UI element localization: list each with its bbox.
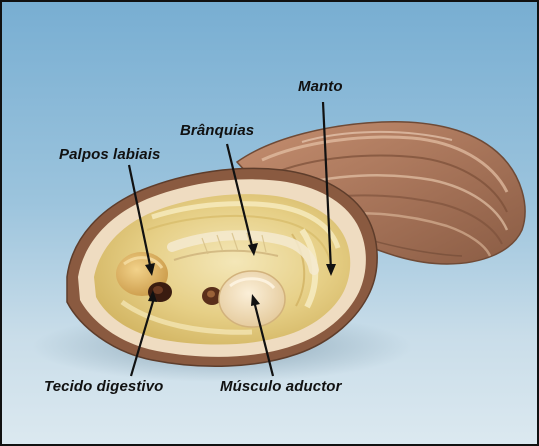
label-manto: Manto [298, 78, 343, 95]
label-musculo-aductor: Músculo aductor [220, 378, 342, 395]
label-branquias: Brânquias [180, 122, 254, 139]
label-tecido-digestivo: Tecido digestivo [44, 378, 163, 395]
label-palpos-labiais: Palpos labiais [59, 146, 160, 163]
